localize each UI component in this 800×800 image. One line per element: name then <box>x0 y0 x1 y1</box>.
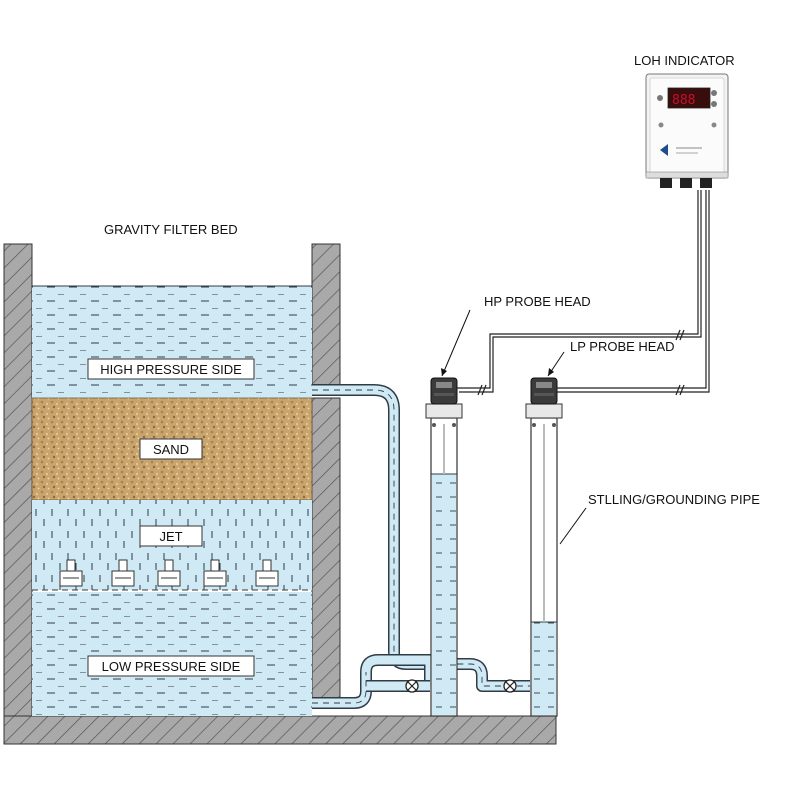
high-pressure-side-box <box>87 358 255 380</box>
indicator-display <box>667 87 711 109</box>
high-pressure-water <box>32 286 312 398</box>
jet-nozzle <box>59 559 83 587</box>
stilling-pipe-leader <box>559 507 587 545</box>
hp-probe-leader <box>441 309 471 377</box>
floor-slab <box>3 715 557 745</box>
low-pressure-water <box>32 592 312 716</box>
jet-nozzle <box>255 559 279 587</box>
indicator-digits: 888 <box>672 93 695 108</box>
loh-indicator-device: 888 <box>645 73 729 188</box>
hp-probe-head <box>430 377 458 405</box>
filter-bed-structure: HIGH PRESSURE SIDE SAND JET LOW PRESSURE… <box>3 243 557 745</box>
sand-label: SAND <box>153 442 189 457</box>
lp-probe-head <box>530 377 558 405</box>
jet-box <box>139 525 203 547</box>
jet-nozzle <box>157 559 181 587</box>
gravity-filter-bed-title: GRAVITY FILTER BED <box>104 222 238 237</box>
valve-icon <box>405 679 419 693</box>
cable-gland <box>660 178 672 188</box>
hp-stilling-pipe <box>425 403 463 717</box>
right-wall-upper <box>311 243 341 391</box>
lp-stilling-pipe <box>525 403 563 717</box>
jet-nozzle <box>111 559 135 587</box>
jet-nozzle <box>203 559 227 587</box>
cable-gland <box>700 178 712 188</box>
lp-probe-head-label: LP PROBE HEAD <box>570 339 675 354</box>
signal-cables <box>457 190 710 396</box>
left-wall <box>3 243 33 719</box>
jet-nozzles <box>59 559 279 587</box>
jet-label: JET <box>159 529 182 544</box>
stilling-pipe-label: STLLING/GROUNDING PIPE <box>588 492 760 507</box>
right-wall-lower <box>311 397 341 701</box>
loh-indicator-label: LOH INDICATOR <box>634 53 735 68</box>
connecting-pipes <box>312 384 530 709</box>
cable-gland <box>680 178 692 188</box>
high-pressure-side-label: HIGH PRESSURE SIDE <box>100 362 242 377</box>
low-pressure-side-box <box>87 655 255 677</box>
low-pressure-side-label: LOW PRESSURE SIDE <box>102 659 241 674</box>
hp-probe-head-label: HP PROBE HEAD <box>484 294 591 309</box>
sand-box <box>139 438 203 460</box>
valve-icon <box>503 679 517 693</box>
